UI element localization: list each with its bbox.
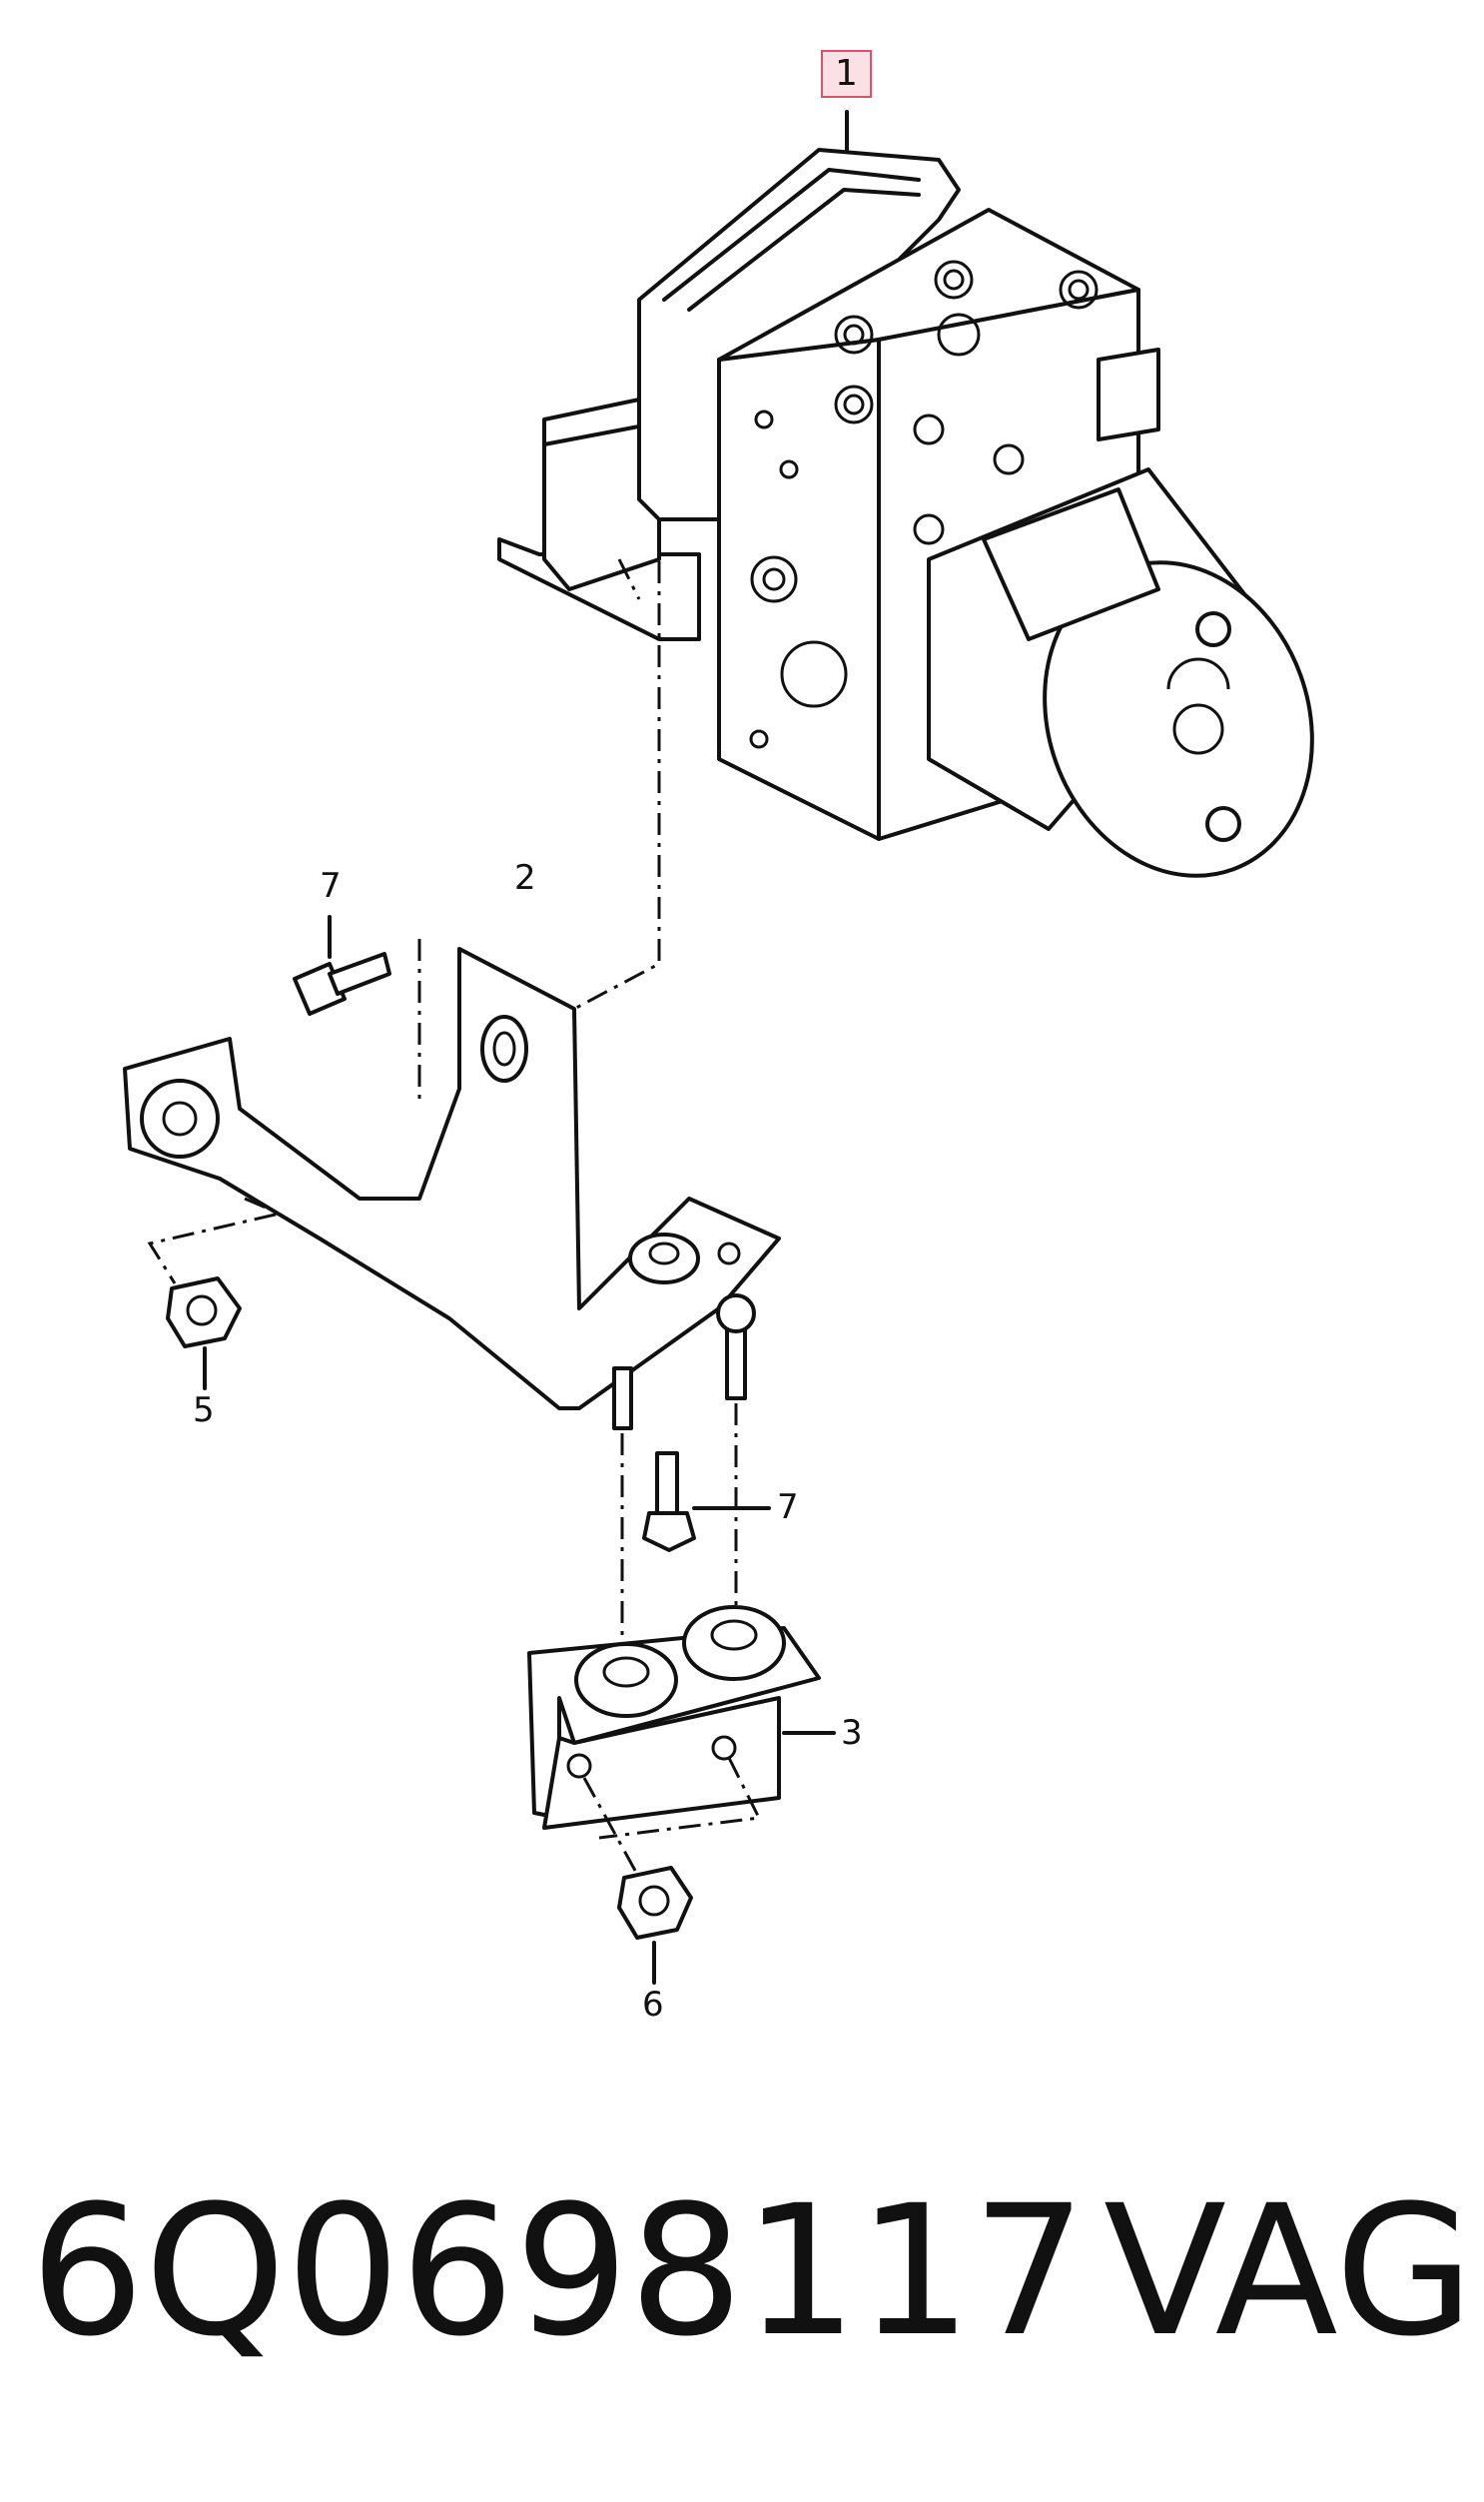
nut-5 — [166, 1276, 242, 1348]
callout-7-upper[interactable]: 7 — [320, 866, 342, 906]
callout-3[interactable]: 3 — [841, 1713, 863, 1753]
callout-2[interactable]: 2 — [514, 858, 536, 898]
brand-name: VAG — [1104, 2167, 1475, 2376]
lower-bracket — [527, 1605, 821, 1830]
bracket — [123, 947, 781, 1410]
callout-5[interactable]: 5 — [193, 1390, 215, 1430]
footer-caption: 6Q0698117 VAG — [30, 2167, 1474, 2402]
callout-1[interactable]: 1 — [821, 50, 872, 98]
callout-6[interactable]: 6 — [642, 1985, 664, 2025]
studs — [612, 1293, 756, 1430]
abs-hydraulic-unit — [497, 148, 1314, 878]
nut-6 — [617, 1866, 693, 1940]
bolt-7-upper — [293, 952, 391, 1016]
part-number: 6Q0698117 — [30, 2167, 1087, 2376]
bolt-7-lower — [642, 1451, 696, 1552]
callout-7-lower[interactable]: 7 — [777, 1487, 799, 1527]
exploded-parts-diagram — [123, 110, 1314, 1985]
